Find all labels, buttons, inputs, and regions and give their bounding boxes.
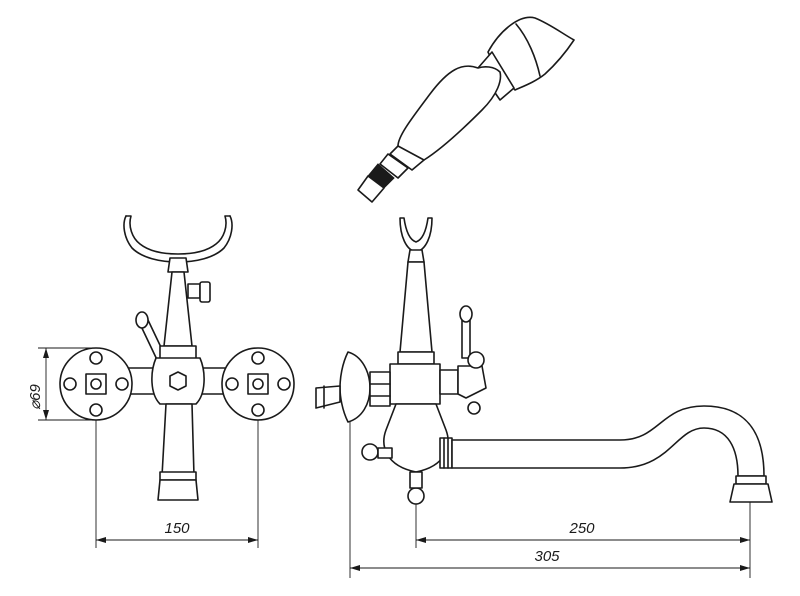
side-view [315, 217, 773, 578]
hand-shower [357, 16, 575, 203]
dim-spout-reach-label: 250 [568, 520, 595, 537]
front-view [38, 215, 295, 548]
dim-front-width-label: 150 [164, 520, 190, 537]
dim-diameter-label: ⌀69 [27, 383, 44, 409]
dim-total-length-label: 305 [534, 548, 560, 565]
